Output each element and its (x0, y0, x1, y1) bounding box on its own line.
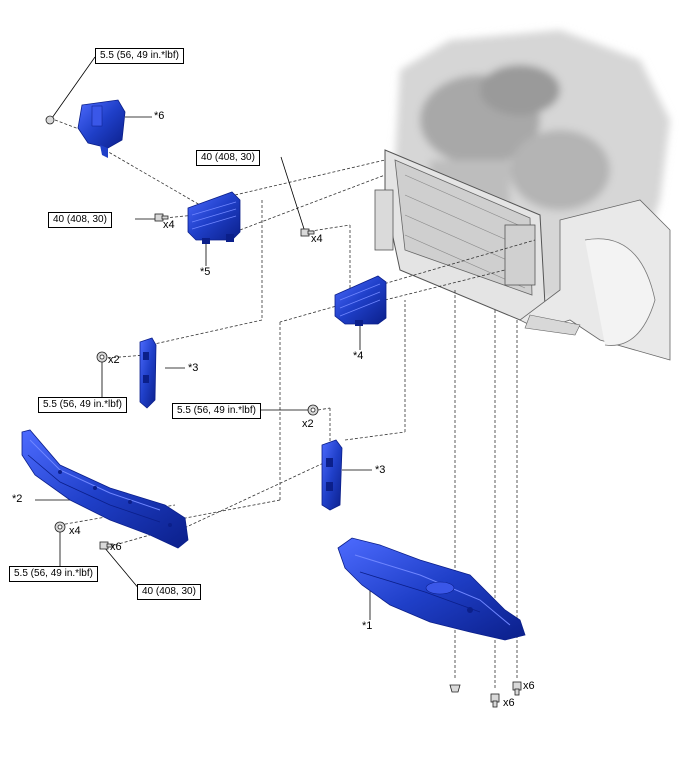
clip-icon (45, 115, 55, 125)
bolt-icon (490, 693, 500, 708)
bolt-icon (300, 228, 315, 237)
part-label: *3 (188, 362, 199, 374)
part-label: *3 (375, 464, 386, 476)
part-4-bracket (334, 275, 387, 326)
torque-spec-box: 5.5 (56, 49 in.*lbf) (172, 403, 261, 419)
quantity-label: x2 (302, 418, 314, 430)
quantity-label: x4 (163, 219, 175, 231)
nut-icon (54, 521, 66, 533)
part-label: *1 (362, 620, 373, 632)
bolt-icon (512, 681, 522, 696)
torque-spec-box: 40 (408, 30) (137, 584, 201, 600)
part-1-cover (337, 537, 526, 641)
clip-icon (449, 684, 461, 693)
callout-lines (35, 56, 372, 620)
part-label: *4 (353, 350, 364, 362)
torque-spec-box: 5.5 (56, 49 in.*lbf) (38, 397, 127, 413)
part-2-reinforcement (21, 429, 189, 549)
torque-spec-box: 40 (408, 30) (196, 150, 260, 166)
torque-spec-box: 5.5 (56, 49 in.*lbf) (95, 48, 184, 64)
part-5-bracket (187, 191, 241, 244)
part-6-bracket (77, 99, 126, 158)
bolt-icon (154, 213, 169, 222)
quantity-label: x6 (503, 697, 515, 709)
part-label: *5 (200, 266, 211, 278)
vehicle-front-end (374, 30, 671, 361)
part-label: *2 (12, 493, 23, 505)
bolt-icon (99, 541, 114, 550)
torque-spec-box: 40 (408, 30) (48, 212, 112, 228)
fender (519, 199, 671, 361)
radiator-support (374, 149, 546, 321)
quantity-label: x6 (523, 680, 535, 692)
quantity-label: x4 (311, 233, 323, 245)
part-label: *6 (154, 110, 165, 122)
quantity-label: x6 (110, 541, 122, 553)
torque-spec-box: 5.5 (56, 49 in.*lbf) (9, 566, 98, 582)
quantity-label: x4 (69, 525, 81, 537)
nut-icon (307, 404, 319, 416)
fasteners (45, 115, 522, 708)
quantity-label: x2 (108, 354, 120, 366)
part-3-upper-bracket (139, 337, 157, 409)
part-3-lower-bracket (321, 439, 343, 511)
nut-icon (96, 351, 108, 363)
